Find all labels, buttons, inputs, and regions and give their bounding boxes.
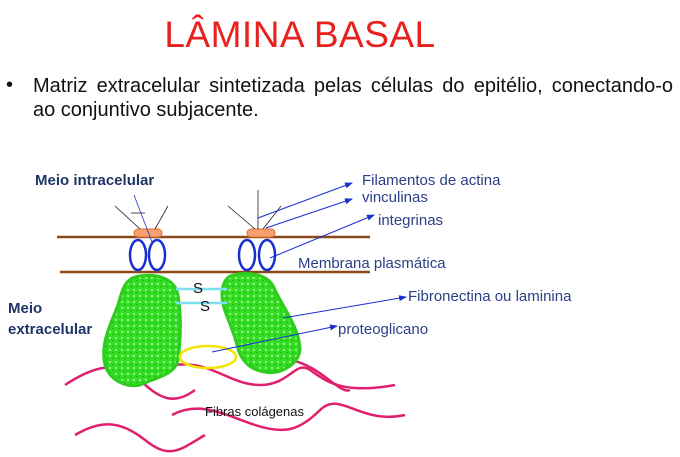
disulfide-s1: S <box>193 280 204 297</box>
collagen-label: Fibras colágenas <box>205 404 304 419</box>
vinculin-label: vinculinas <box>362 189 428 206</box>
actin-filaments <box>114 190 282 243</box>
bullet-marker: • <box>6 74 14 96</box>
integrin-icon <box>128 238 277 272</box>
vinculin-plaque <box>133 228 163 238</box>
integrin-label: integrinas <box>378 212 444 229</box>
proteoglycan-icon <box>178 344 238 370</box>
actin-label: Filamentos de actina <box>362 172 501 189</box>
membrane-label: Membrana plasmática <box>298 255 446 272</box>
bullet-text: Matriz extracelular sintetizada pelas cé… <box>33 75 673 121</box>
intracellular-label: Meio intracelular <box>35 172 155 189</box>
vinculin-plaque <box>246 228 276 238</box>
extracellular-label-1: Meio <box>8 300 43 317</box>
collagen-fibers <box>64 358 406 453</box>
slide-title: LÂMINA BASAL <box>164 14 436 55</box>
proteoglycan-label: proteoglicano <box>338 321 429 338</box>
laminin-blob-left <box>102 273 182 388</box>
fibronectin-label: Fibronectina ou laminina <box>408 288 572 305</box>
disulfide-s2: S <box>200 298 211 315</box>
extracellular-label-2: extracelular <box>8 321 93 338</box>
laminin-blob-right <box>220 272 302 375</box>
label-arrows <box>211 182 407 353</box>
